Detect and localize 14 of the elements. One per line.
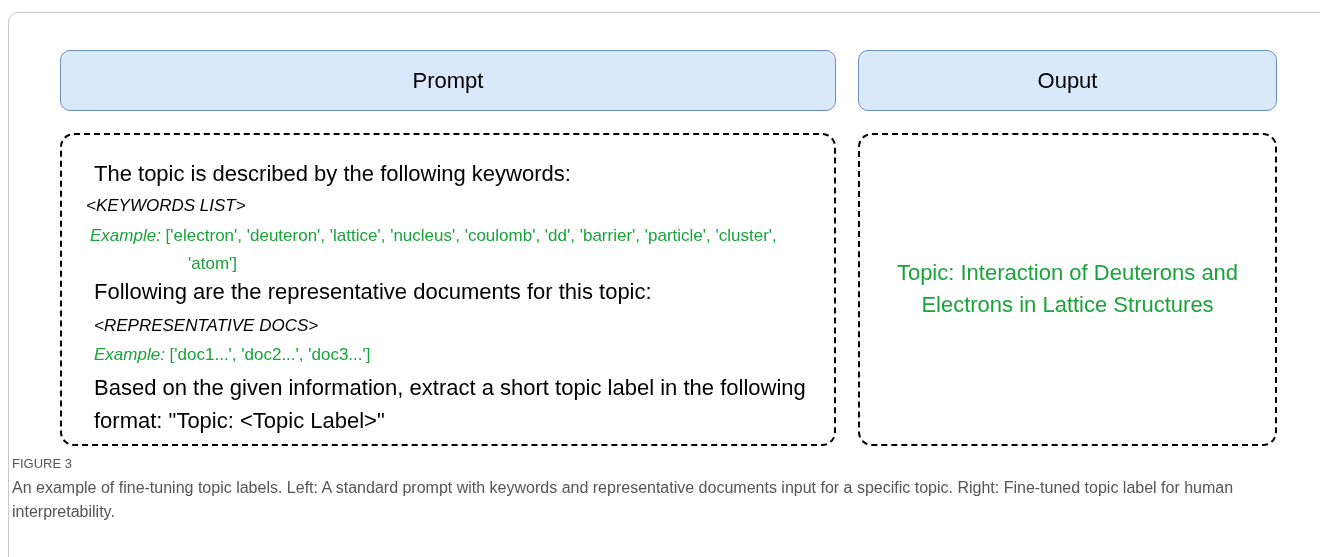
dashed-box xyxy=(60,133,836,446)
header-title: Prompt xyxy=(412,67,484,94)
topic-label-text: Topic: Interaction of Deuterons and Electrons in Lattice Structures xyxy=(895,259,1240,319)
instruction-text: Following are the representative documents for this topic: xyxy=(94,278,653,306)
placeholder-text: <KEYWORDS LIST> xyxy=(86,195,247,217)
header-title: Ouput xyxy=(1037,67,1098,94)
placeholder-text: <REPRESENTATIVE DOCS> xyxy=(94,315,320,337)
dashed-box xyxy=(858,133,1277,446)
example-text: Example: ['electron', 'deuteron', 'lattice', 'nucleus', 'coulomb', 'dd', 'barrier', 'particle', 'cluster', 'atom'] xyxy=(90,225,778,275)
figure-caption: An example of fine-tuning topic labels. Left: A standard prompt with keywords and representative documents input for a specific topic. Right: Fine-tuned topic label for human interpretability. xyxy=(12,478,1235,522)
instruction-text: Based on the given information, extract a short topic label in the following format: "Topic: <Topic Label>" xyxy=(94,374,807,435)
figure-number: FIGURE 3 xyxy=(12,456,72,471)
example-text: Example: ['doc1...', 'doc2...', 'doc3...'] xyxy=(94,344,372,366)
instruction-text: The topic is described by the following keywords: xyxy=(94,160,572,188)
